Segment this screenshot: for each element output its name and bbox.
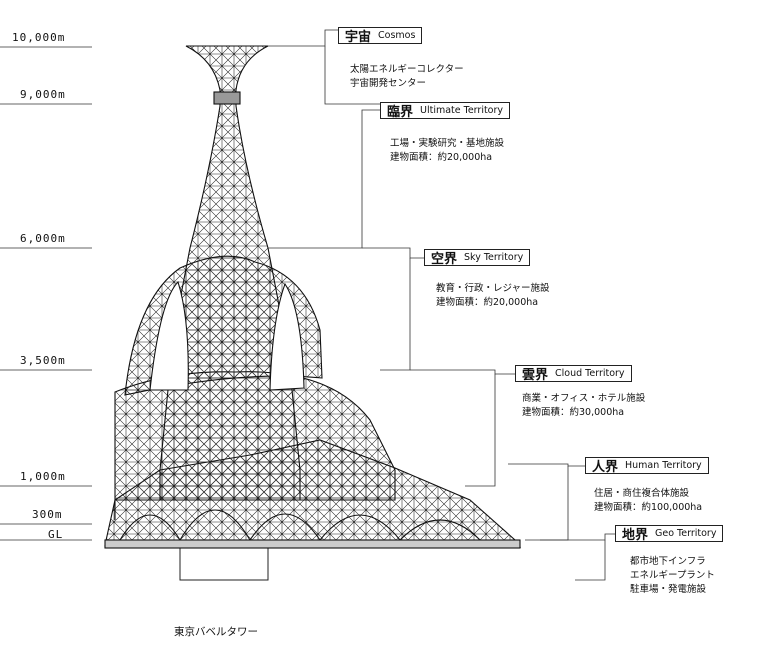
altitude-label: GL bbox=[48, 528, 64, 541]
altitude-label: 10,000m bbox=[12, 31, 66, 44]
zone-name-jp: 雲界 bbox=[522, 368, 549, 383]
zone-desc-line: 工場・実験研究・基地施設 bbox=[390, 138, 505, 149]
underground-foundation bbox=[179, 548, 269, 581]
zone-box-ultimate: 臨界 Ultimate Territory bbox=[380, 102, 511, 120]
zone-box-cosmos: 宇宙 Cosmos bbox=[338, 27, 423, 45]
zone-desc-line: 建物面積：約100,000ha bbox=[594, 502, 703, 513]
zone-desc-line: 都市地下インフラ bbox=[630, 556, 706, 567]
zone-box-human: 人界 Human Territory bbox=[585, 457, 709, 475]
zone-name-jp: 宇宙 bbox=[345, 30, 372, 45]
zone-name-en: Ultimate Territory bbox=[420, 105, 504, 116]
zone-desc-cloud: 商業・オフィス・ホテル施設 建物面積：約30,000ha bbox=[522, 392, 645, 420]
zone-box-sky: 空界 Sky Territory bbox=[424, 249, 531, 267]
tower-body bbox=[104, 45, 522, 549]
altitude-label: 1,000m bbox=[20, 470, 66, 483]
zone-name-en: Cosmos bbox=[378, 30, 416, 41]
zone-desc-line: 太陽エネルギーコレクター bbox=[350, 64, 464, 75]
zone-name-jp: 人界 bbox=[592, 460, 619, 475]
leader-lines bbox=[268, 29, 615, 581]
zone-desc-line: 住居・商住複合体施設 bbox=[594, 488, 690, 499]
zone-desc-line: 建物面積：約20,000ha bbox=[390, 152, 493, 163]
zone-desc-geo: 都市地下インフラ エネルギープラント 駐車場・発電施設 bbox=[630, 555, 715, 597]
altitude-label: 300m bbox=[32, 508, 63, 521]
zone-desc-line: 建物面積：約30,000ha bbox=[522, 407, 625, 418]
zone-name-jp: 臨界 bbox=[387, 105, 414, 120]
zone-desc-line: 教育・行政・レジャー施設 bbox=[436, 283, 550, 294]
zone-name-en: Human Territory bbox=[625, 460, 702, 471]
zone-desc-line: エネルギープラント bbox=[630, 570, 715, 581]
altitude-label: 3,500m bbox=[20, 354, 66, 367]
zone-name-jp: 空界 bbox=[431, 252, 458, 267]
zone-name-en: Geo Territory bbox=[655, 528, 717, 539]
zone-desc-line: 建物面積：約20,000ha bbox=[436, 297, 539, 308]
zone-desc-cosmos: 太陽エネルギーコレクター 宇宙開発センター bbox=[350, 63, 464, 91]
diagram-caption: 東京バベルタワー bbox=[174, 626, 258, 638]
zone-desc-line: 駐車場・発電施設 bbox=[630, 584, 707, 595]
zone-box-cloud: 雲界 Cloud Territory bbox=[515, 365, 632, 383]
zone-name-jp: 地界 bbox=[622, 528, 649, 543]
altitude-label: 9,000m bbox=[20, 88, 66, 101]
altitude-label: 6,000m bbox=[20, 232, 66, 245]
zone-name-en: Sky Territory bbox=[464, 252, 524, 263]
zone-desc-human: 住居・商住複合体施設 建物面積：約100,000ha bbox=[594, 487, 702, 515]
zone-desc-line: 商業・オフィス・ホテル施設 bbox=[522, 393, 646, 404]
zone-desc-sky: 教育・行政・レジャー施設 建物面積：約20,000ha bbox=[436, 282, 550, 310]
zone-name-en: Cloud Territory bbox=[555, 368, 625, 379]
zone-desc-line: 宇宙開発センター bbox=[350, 78, 427, 89]
zone-desc-ultimate: 工場・実験研究・基地施設 建物面積：約20,000ha bbox=[390, 137, 504, 165]
zone-box-geo: 地界 Geo Territory bbox=[615, 525, 724, 543]
altitude-lines bbox=[0, 46, 92, 541]
